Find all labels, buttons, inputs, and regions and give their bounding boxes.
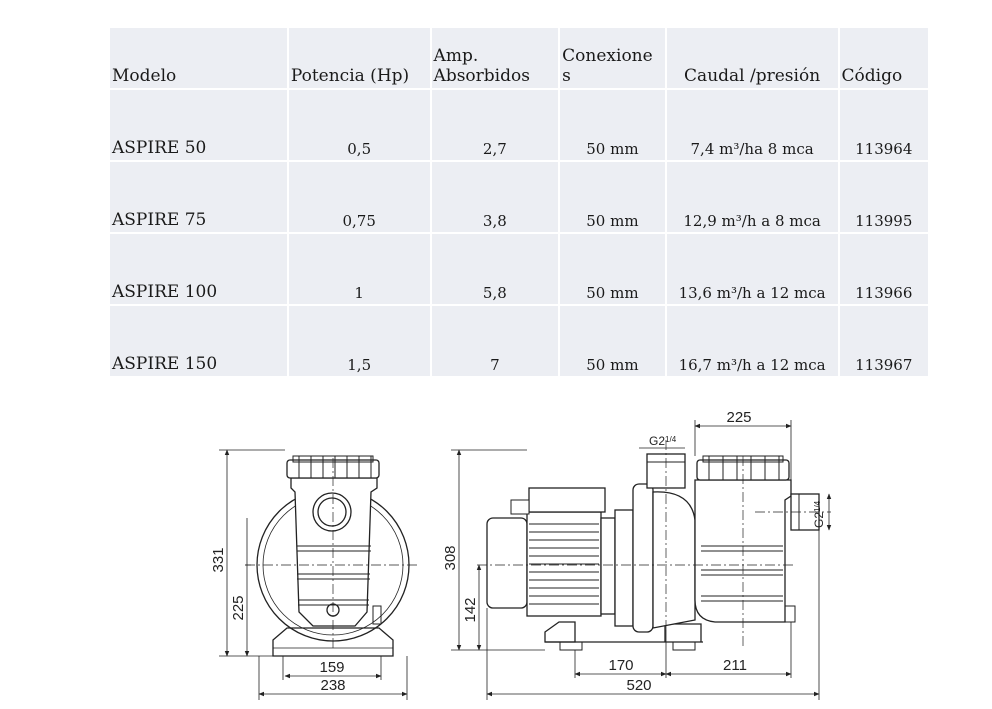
- header-amp-line2: Absorbidos: [433, 66, 530, 86]
- cell-amp: 2,7: [431, 90, 561, 162]
- table-row: ASPIRE 75 0,75 3,8 50 mm 12,9 m³/h a 8 m…: [110, 162, 930, 234]
- cell-potencia: 1,5: [288, 306, 432, 378]
- cell-conexiones: 50 mm: [560, 306, 667, 378]
- cell-conexiones: 50 mm: [560, 90, 667, 162]
- header-con-line1: Conexione: [562, 46, 653, 66]
- side-terminal-box: [528, 487, 606, 513]
- table-header-row: Modelo Potencia (Hp) Amp.Absorbidos Cone…: [110, 28, 930, 90]
- cell-amp: 5,8: [431, 234, 561, 306]
- cell-caudal: 16,7 m³/h a 12 mca: [666, 306, 840, 378]
- dim-side-outlet-thread: G21/4: [649, 434, 677, 448]
- cell-potencia: 0,75: [288, 162, 432, 234]
- outlet-thread-fraction: 1/4: [665, 435, 677, 444]
- outlet-thread-label: G2: [649, 434, 665, 448]
- cell-caudal: 12,9 m³/h a 8 mca: [666, 162, 840, 234]
- cell-modelo: ASPIRE 100: [110, 234, 289, 306]
- cell-codigo: 113966: [839, 234, 930, 306]
- side-base-motor: [544, 621, 576, 643]
- cell-modelo: ASPIRE 75: [110, 162, 289, 234]
- header-codigo: Código: [839, 28, 930, 90]
- header-caudal: Caudal /presión: [666, 28, 840, 90]
- side-motor-endcap: [486, 517, 528, 609]
- cell-codigo: 113967: [839, 306, 930, 378]
- dim-side-inlet-thread: G21/4: [812, 500, 826, 528]
- dim-side-motor-length: 170: [608, 657, 633, 674]
- dim-front-height-axis: 225: [230, 595, 247, 620]
- front-dimension-labels: 331 225 159 238: [210, 547, 346, 694]
- pump-technical-drawing: 331 225 159 238: [210, 409, 832, 700]
- dim-side-height-axis: 142: [462, 597, 479, 622]
- side-view: [451, 420, 832, 700]
- table-row: ASPIRE 50 0,5 2,7 50 mm 7,4 m³/ha 8 mca …: [110, 90, 930, 162]
- cell-conexiones: 50 mm: [560, 162, 667, 234]
- dim-side-length-total: 520: [626, 677, 651, 694]
- front-view: [219, 449, 417, 700]
- cell-caudal: 13,6 m³/h a 12 mca: [666, 234, 840, 306]
- cell-potencia: 0,5: [288, 90, 432, 162]
- cell-amp: 3,8: [431, 162, 561, 234]
- front-pump-body: [290, 477, 378, 627]
- side-base-pump: [664, 623, 702, 642]
- front-inlet: [312, 492, 352, 532]
- pump-spec-table: Modelo Potencia (Hp) Amp.Absorbidos Cone…: [110, 28, 930, 378]
- cell-amp: 7: [431, 306, 561, 378]
- table-row: ASPIRE 150 1,5 7 50 mm 16,7 m³/h a 12 mc…: [110, 306, 930, 378]
- dim-side-pump-length: 211: [723, 657, 747, 674]
- cell-conexiones: 50 mm: [560, 234, 667, 306]
- dim-front-base-outer: 238: [320, 677, 345, 694]
- inlet-thread-fraction: 1/4: [813, 500, 822, 512]
- dim-side-height-total: 308: [442, 545, 459, 570]
- cell-caudal: 7,4 m³/ha 8 mca: [666, 90, 840, 162]
- cell-modelo: ASPIRE 50: [110, 90, 289, 162]
- dim-front-base-inner: 159: [319, 659, 344, 676]
- cell-codigo: 113964: [839, 90, 930, 162]
- header-modelo: Modelo: [110, 28, 289, 90]
- side-pump-housing: [632, 483, 654, 633]
- header-con-line2: s: [562, 66, 571, 86]
- header-amp-line1: Amp.: [433, 46, 479, 66]
- cell-codigo: 113995: [839, 162, 930, 234]
- cell-modelo: ASPIRE 150: [110, 306, 289, 378]
- header-amperaje: Amp.Absorbidos: [431, 28, 561, 90]
- dim-side-top-width: 225: [726, 409, 751, 426]
- header-potencia: Potencia (Hp): [288, 28, 432, 90]
- dim-front-height-total: 331: [210, 547, 227, 572]
- inlet-thread-label: G2: [812, 512, 826, 528]
- cell-potencia: 1: [288, 234, 432, 306]
- table-row: ASPIRE 100 1 5,8 50 mm 13,6 m³/h a 12 mc…: [110, 234, 930, 306]
- side-dimension-labels: 225 G21/4 G21/4 308 142 170 211 520: [442, 409, 826, 694]
